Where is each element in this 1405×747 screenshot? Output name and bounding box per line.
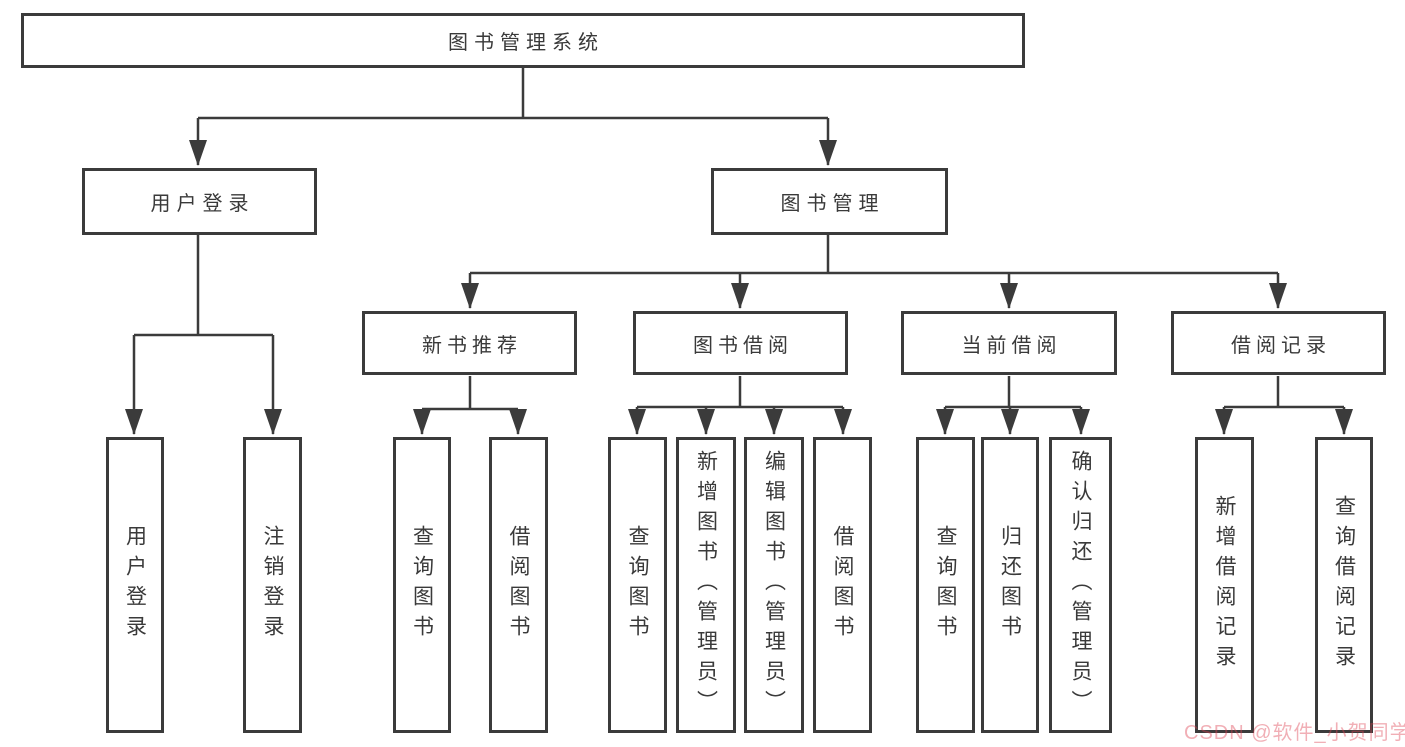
- leaf-br-add-record-label: 新增借阅记录: [1213, 495, 1236, 675]
- leaf-cb-query-book-label: 查询图书: [934, 525, 957, 645]
- leaf-user-login-label: 用户登录: [123, 525, 147, 645]
- node-current-borrow: 当前借阅: [901, 311, 1117, 375]
- watermark: CSDN @软件_小贺同学: [1184, 722, 1405, 744]
- leaf-br-query-record-label: 查询借阅记录: [1332, 495, 1356, 675]
- leaf-nb-borrow-book: 借阅图书: [489, 437, 548, 733]
- leaf-logout: 注销登录: [243, 437, 302, 733]
- leaf-logout-label: 注销登录: [261, 525, 284, 645]
- leaf-nb-query-book-label: 查询图书: [410, 525, 434, 645]
- node-root: 图书管理系统: [21, 13, 1025, 68]
- node-book-borrow: 图书借阅: [633, 311, 848, 375]
- node-current-borrow-label: 当前借阅: [961, 334, 1062, 357]
- node-book-mgmt-label: 图书管理: [780, 193, 885, 215]
- node-borrow-record-label: 借阅记录: [1231, 334, 1331, 357]
- node-book-mgmt: 图书管理: [711, 168, 948, 235]
- node-user-login: 用户登录: [82, 168, 317, 235]
- leaf-user-login: 用户登录: [106, 437, 164, 733]
- node-borrow-record: 借阅记录: [1171, 311, 1386, 375]
- leaf-nb-borrow-book-label: 借阅图书: [507, 525, 530, 645]
- node-book-borrow-label: 图书借阅: [693, 334, 793, 357]
- leaf-bb-edit-book-label: 编辑图书（管理员）: [762, 450, 786, 720]
- leaf-bb-add-book-label: 新增图书（管理员）: [694, 450, 718, 720]
- leaf-bb-add-book: 新增图书（管理员）: [676, 437, 736, 733]
- leaf-br-query-record: 查询借阅记录: [1315, 437, 1373, 733]
- leaf-bb-borrow-book-label: 借阅图书: [831, 525, 854, 645]
- node-new-book-rec: 新书推荐: [362, 311, 577, 375]
- leaf-cb-confirm-return-label: 确认归还（管理员）: [1069, 450, 1092, 720]
- leaf-cb-return-book-label: 归还图书: [998, 525, 1022, 645]
- leaf-bb-edit-book: 编辑图书（管理员）: [744, 437, 804, 733]
- node-new-book-rec-label: 新书推荐: [422, 334, 522, 357]
- node-root-label: 图书管理系统: [448, 32, 604, 54]
- leaf-br-add-record: 新增借阅记录: [1195, 437, 1254, 733]
- leaf-bb-query-book: 查询图书: [608, 437, 667, 733]
- leaf-cb-confirm-return: 确认归还（管理员）: [1049, 437, 1112, 733]
- leaf-bb-query-book-label: 查询图书: [626, 525, 649, 645]
- leaf-nb-query-book: 查询图书: [393, 437, 451, 733]
- leaf-bb-borrow-book: 借阅图书: [813, 437, 872, 733]
- leaf-cb-return-book: 归还图书: [981, 437, 1039, 733]
- node-user-login-label: 用户登录: [150, 193, 255, 215]
- leaf-cb-query-book: 查询图书: [916, 437, 975, 733]
